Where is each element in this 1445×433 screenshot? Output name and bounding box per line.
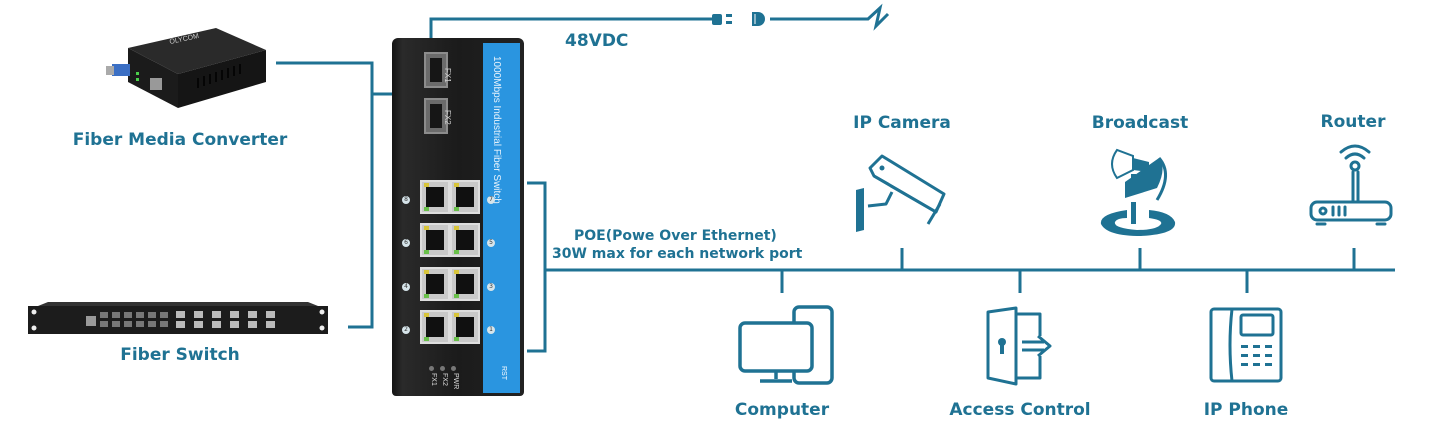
- port-number: 7: [487, 196, 495, 204]
- status-led: [429, 366, 434, 371]
- sfp-port-label: FX2: [443, 110, 452, 125]
- power-label: 48VDC: [565, 31, 629, 51]
- media-converter-image: OLYCOM: [106, 28, 266, 108]
- sfp-port-fx1: [424, 52, 448, 88]
- switch-model-name: 1000Mbps Industrial Fiber Switch: [491, 56, 502, 204]
- label-ip-camera: IP Camera: [853, 113, 951, 133]
- label-fiber-switch: Fiber Switch: [120, 345, 240, 365]
- port-number: 5: [487, 239, 495, 247]
- industrial-fiber-switch: 1000Mbps Industrial Fiber Switch FX1 FX2…: [392, 38, 524, 396]
- router-icon: [1309, 144, 1393, 226]
- rj45-port: [420, 180, 450, 214]
- port-number: 2: [402, 326, 410, 334]
- label-computer: Computer: [734, 400, 830, 420]
- camera-icon: [856, 154, 946, 232]
- rj45-port: [420, 223, 450, 257]
- port-number: 3: [487, 283, 495, 291]
- access-control-icon: [986, 306, 1052, 386]
- rj45-port: [450, 223, 480, 257]
- rj45-port: [450, 310, 480, 344]
- port-number: 6: [402, 239, 410, 247]
- sfp-port-fx2: [424, 98, 448, 134]
- power-plug-icon: [712, 12, 765, 26]
- status-led-label: FX1: [430, 373, 437, 386]
- label-broadcast: Broadcast: [1091, 113, 1189, 133]
- sfp-port-label: FX1: [443, 68, 452, 83]
- rack-switch-image: [28, 302, 328, 334]
- poe-label-line2: 30W max for each network port: [552, 246, 803, 262]
- status-led-label: FX2: [441, 373, 448, 386]
- ip-phone-icon: [1209, 307, 1283, 383]
- lightning-icon: [858, 3, 890, 31]
- label-ip-phone: IP Phone: [1203, 400, 1289, 420]
- port-number: 4: [402, 283, 410, 291]
- poe-bracket: [527, 181, 547, 353]
- computer-icon: [738, 305, 834, 385]
- port-number: 1: [487, 326, 495, 334]
- label-router: Router: [1320, 112, 1386, 132]
- label-fiber-media-converter: Fiber Media Converter: [72, 130, 288, 150]
- rj45-port: [450, 180, 480, 214]
- rj45-port: [450, 267, 480, 301]
- status-led-label: PWR: [452, 373, 459, 390]
- label-access-control: Access Control: [949, 400, 1091, 420]
- status-led: [451, 366, 456, 371]
- switch-label-strip: [483, 43, 520, 393]
- uplink-media-converter-line: [276, 61, 374, 329]
- status-led: [440, 366, 445, 371]
- megaphone-icon: [1100, 148, 1176, 236]
- poe-label-line1: POE(Powe Over Ethernet): [574, 228, 777, 244]
- port-number: 8: [402, 196, 410, 204]
- reset-label: RST: [500, 366, 507, 380]
- rj45-port: [420, 310, 450, 344]
- rj45-port: [420, 267, 450, 301]
- power-cable: [429, 17, 712, 40]
